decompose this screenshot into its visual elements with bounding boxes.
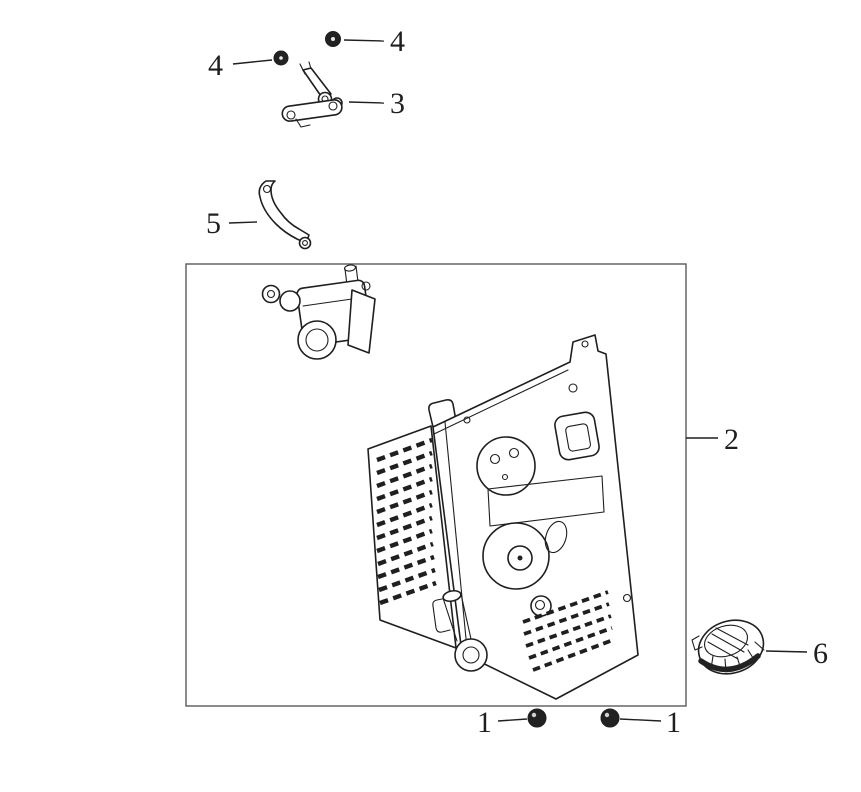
boundary-box bbox=[185, 263, 687, 707]
part-5-bracket bbox=[258, 180, 312, 250]
vent-louvers-bottom bbox=[522, 590, 614, 672]
callout-6: 6 bbox=[813, 637, 828, 670]
screw-hole bbox=[568, 383, 578, 393]
part-4-grommet-top bbox=[325, 31, 341, 47]
bracket-hole bbox=[262, 184, 272, 194]
bracket-hole bbox=[302, 240, 308, 246]
callout-2: 2 bbox=[724, 423, 739, 456]
callout-5: 5 bbox=[206, 207, 221, 240]
panel-outlet-round bbox=[476, 436, 536, 496]
panel-drain-pipe bbox=[432, 589, 488, 672]
leader-part1-right bbox=[619, 718, 662, 722]
callout-3: 3 bbox=[390, 87, 405, 120]
carburetor-assembly bbox=[261, 264, 376, 360]
panel-breaker-dial bbox=[482, 520, 568, 590]
bracket-hole bbox=[328, 101, 338, 111]
bracket-hole bbox=[286, 110, 296, 120]
leader-part6 bbox=[765, 650, 808, 653]
screw-hole bbox=[463, 416, 471, 424]
leader-part1-left bbox=[497, 718, 528, 722]
carb-bowl bbox=[297, 320, 337, 360]
callout-4-top: 4 bbox=[390, 25, 405, 58]
carb-inlet-fitting bbox=[261, 284, 281, 304]
part-3-lever-assembly bbox=[281, 61, 343, 128]
carb-inlet bbox=[279, 290, 301, 312]
part-2-control-panel bbox=[367, 334, 639, 700]
leader-part4-top bbox=[343, 39, 385, 42]
leader-part5 bbox=[228, 221, 258, 224]
part-4-grommet-left bbox=[273, 50, 289, 66]
vent-louvers-left bbox=[376, 437, 437, 606]
part-1-bolt-left bbox=[527, 708, 547, 728]
part-1-bolt-right bbox=[600, 708, 620, 728]
panel-receptacle-square bbox=[554, 411, 600, 461]
part-6-cap bbox=[691, 619, 765, 675]
leader-part4-left bbox=[232, 59, 273, 65]
screw-hole bbox=[581, 340, 589, 348]
callout-4-left: 4 bbox=[208, 49, 223, 82]
callout-1-left: 1 bbox=[477, 706, 492, 739]
panel-plate bbox=[487, 475, 605, 527]
screw-hole bbox=[622, 593, 632, 603]
callout-1-right: 1 bbox=[666, 706, 681, 739]
leader-part3 bbox=[348, 101, 385, 104]
panel-reset-button bbox=[530, 595, 552, 617]
